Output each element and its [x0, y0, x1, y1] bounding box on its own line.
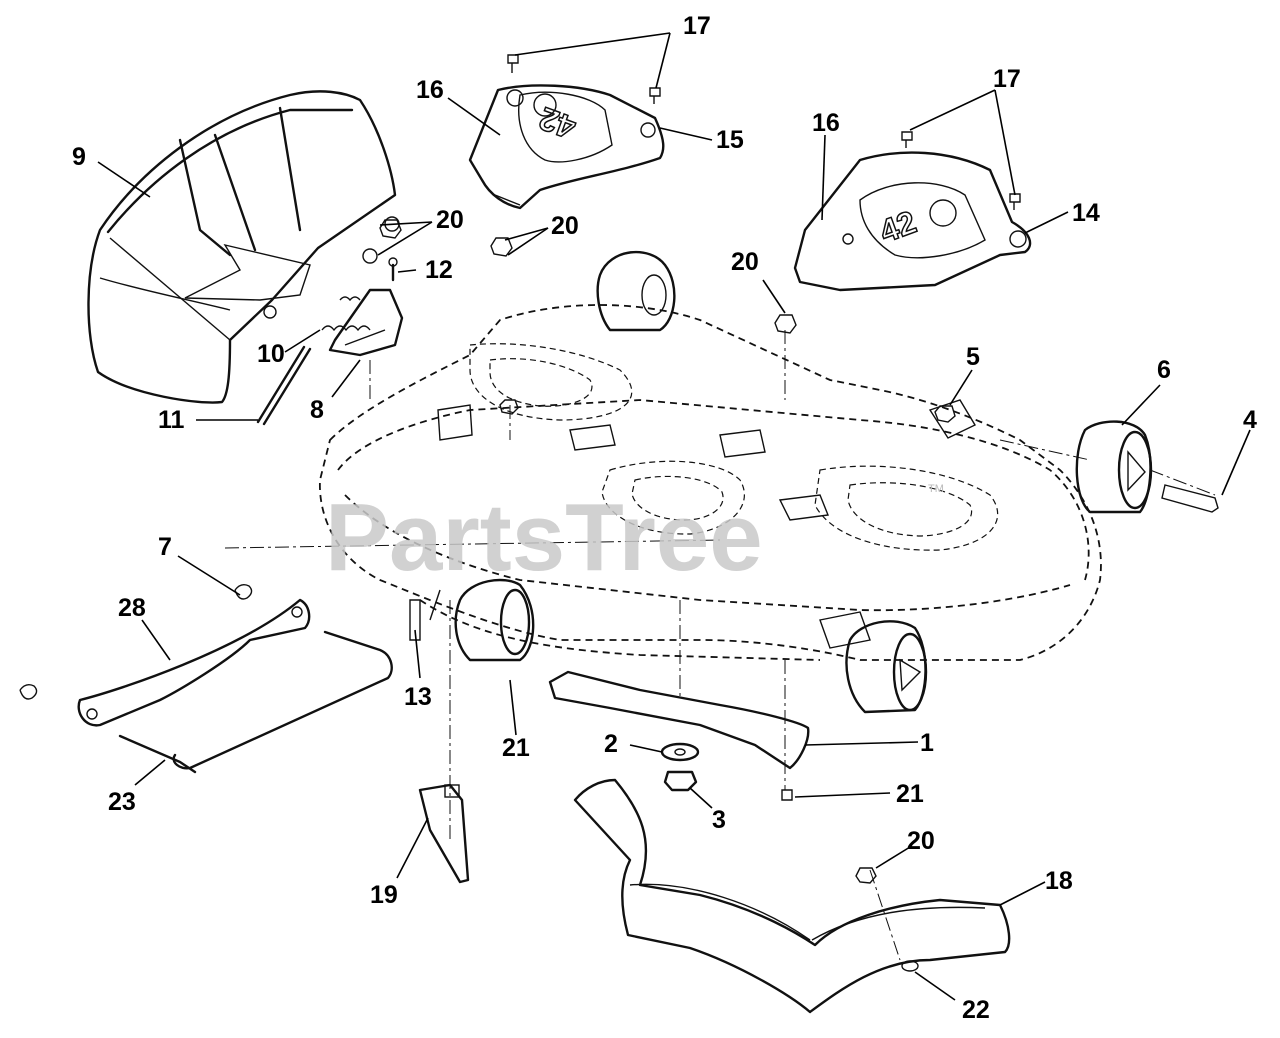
- callout-13: 13: [404, 683, 432, 711]
- deck-links: [19, 583, 441, 774]
- callout-11: 11: [158, 406, 185, 434]
- callout-20-b: 20: [551, 212, 579, 240]
- discharge-chute: [87, 90, 397, 404]
- callout-21-b: 21: [896, 780, 924, 808]
- assembly-lines: [224, 330, 1216, 961]
- leader-lines: [97, 32, 1251, 1001]
- belt-cover-right: 42: [793, 151, 1032, 292]
- chute-hardware: [256, 216, 404, 426]
- fasteners: [379, 54, 1021, 972]
- callout-28: 28: [118, 594, 146, 622]
- callout-22: 22: [962, 996, 990, 1024]
- callout-12: 12: [425, 256, 453, 284]
- callouts: 17 16 15 9 20 20 12 10 11 8 16 17 14 20 …: [72, 12, 1257, 1024]
- mower-deck: [319, 304, 1102, 661]
- callout-18: 18: [1045, 867, 1073, 895]
- blade-assembly: [548, 670, 810, 801]
- callout-9: 9: [72, 143, 86, 171]
- callout-21-a: 21: [502, 734, 530, 762]
- callout-17-left: 17: [683, 12, 711, 40]
- baffle-19: [418, 783, 470, 884]
- emblem-text-left: 42: [534, 100, 580, 146]
- callout-23: 23: [108, 788, 136, 816]
- callout-2: 2: [604, 730, 618, 758]
- mulch-shield: [573, 778, 1011, 1014]
- callout-17-right: 17: [993, 65, 1021, 93]
- callout-5: 5: [966, 343, 980, 371]
- callout-19: 19: [370, 881, 398, 909]
- gauge-wheels: [454, 250, 1219, 714]
- callout-16-left: 16: [416, 76, 444, 104]
- callout-3: 3: [712, 806, 726, 834]
- callout-14: 14: [1072, 199, 1100, 227]
- watermark: PartsTree TM: [325, 483, 944, 591]
- callout-10: 10: [257, 340, 285, 368]
- callout-20-c: 20: [731, 248, 759, 276]
- watermark-trademark: TM: [928, 483, 944, 495]
- callout-16-right: 16: [812, 109, 840, 137]
- belt-cover-left: 42: [468, 84, 665, 210]
- callout-20-a: 20: [436, 206, 464, 234]
- watermark-text: PartsTree: [325, 484, 763, 591]
- emblem-text-right: 42: [875, 204, 921, 250]
- callout-20-d: 20: [907, 827, 935, 855]
- callout-7: 7: [158, 533, 172, 561]
- callout-8: 8: [310, 396, 324, 424]
- callout-1: 1: [920, 729, 934, 757]
- callout-6: 6: [1157, 356, 1171, 384]
- callout-4: 4: [1243, 406, 1257, 434]
- callout-15: 15: [716, 126, 744, 154]
